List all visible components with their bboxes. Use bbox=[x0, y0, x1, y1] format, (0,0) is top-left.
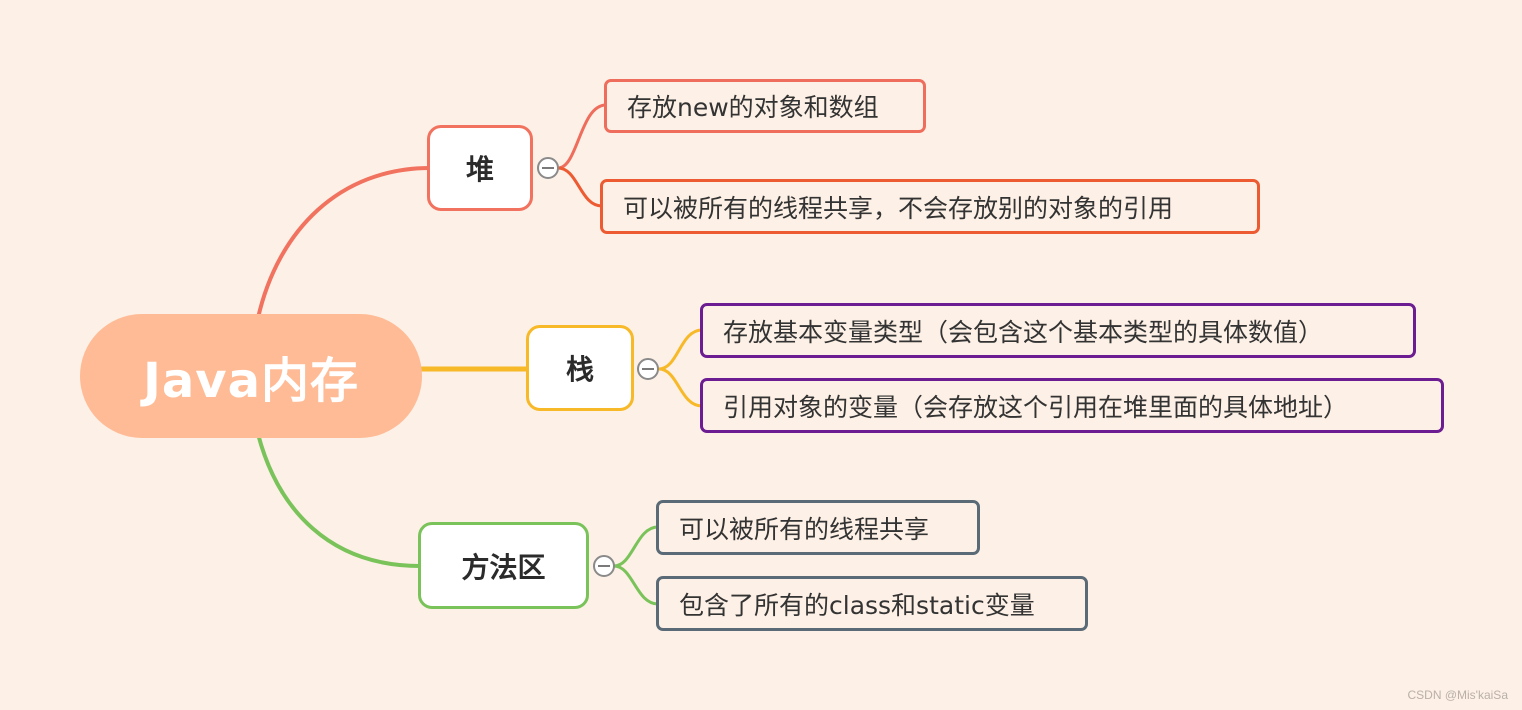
root-label: Java内存 bbox=[143, 353, 359, 409]
connector-stack-child-2 bbox=[658, 367, 703, 408]
branch-label-method-area: 方法区 bbox=[461, 550, 546, 584]
leaf-label: 可以被所有的线程共享 bbox=[679, 514, 930, 544]
branch-node-heap[interactable]: 堆 bbox=[427, 125, 533, 211]
leaf-label: 包含了所有的class和static变量 bbox=[679, 590, 1035, 620]
connector-root-heap bbox=[256, 166, 431, 319]
leaf-node-method-area-2[interactable]: 包含了所有的class和static变量 bbox=[656, 576, 1088, 631]
connector-method-child-2 bbox=[613, 564, 659, 606]
leaf-label: 存放new的对象和数组 bbox=[627, 93, 879, 122]
minus-icon bbox=[542, 167, 554, 169]
leaf-node-method-area-1[interactable]: 可以被所有的线程共享 bbox=[656, 500, 980, 555]
leaf-node-heap-1[interactable]: 存放new的对象和数组 bbox=[604, 79, 926, 133]
collapse-toggle-heap[interactable] bbox=[537, 157, 559, 179]
connector-heap-child-1 bbox=[557, 103, 607, 170]
watermark: CSDN @Mis'kaiSa bbox=[1407, 688, 1509, 702]
leaf-node-stack-2[interactable]: 引用对象的变量（会存放这个引用在堆里面的具体地址） bbox=[700, 378, 1444, 433]
minus-icon bbox=[598, 565, 610, 567]
branch-label-heap: 堆 bbox=[465, 153, 494, 186]
connector-stack-child-1 bbox=[658, 328, 703, 371]
connector-root-method-area bbox=[256, 433, 421, 568]
collapse-toggle-method-area[interactable] bbox=[593, 555, 615, 577]
leaf-node-stack-1[interactable]: 存放基本变量类型（会包含这个基本类型的具体数值） bbox=[700, 303, 1416, 358]
branch-node-stack[interactable]: 栈 bbox=[526, 325, 634, 411]
leaf-label: 可以被所有的线程共享，不会存放别的对象的引用 bbox=[623, 193, 1174, 223]
leaf-label: 存放基本变量类型（会包含这个基本类型的具体数值） bbox=[723, 317, 1324, 347]
collapse-toggle-stack[interactable] bbox=[637, 358, 659, 380]
root-node[interactable]: Java内存 bbox=[80, 314, 422, 438]
connector-method-child-1 bbox=[613, 525, 659, 568]
minus-icon bbox=[642, 368, 654, 370]
branch-label-stack: 栈 bbox=[565, 353, 594, 386]
leaf-label: 引用对象的变量（会存放这个引用在堆里面的具体地址） bbox=[723, 392, 1349, 422]
connector-heap-child-2 bbox=[557, 166, 603, 208]
leaf-node-heap-2[interactable]: 可以被所有的线程共享，不会存放别的对象的引用 bbox=[600, 179, 1260, 234]
branch-node-method-area[interactable]: 方法区 bbox=[418, 522, 589, 609]
